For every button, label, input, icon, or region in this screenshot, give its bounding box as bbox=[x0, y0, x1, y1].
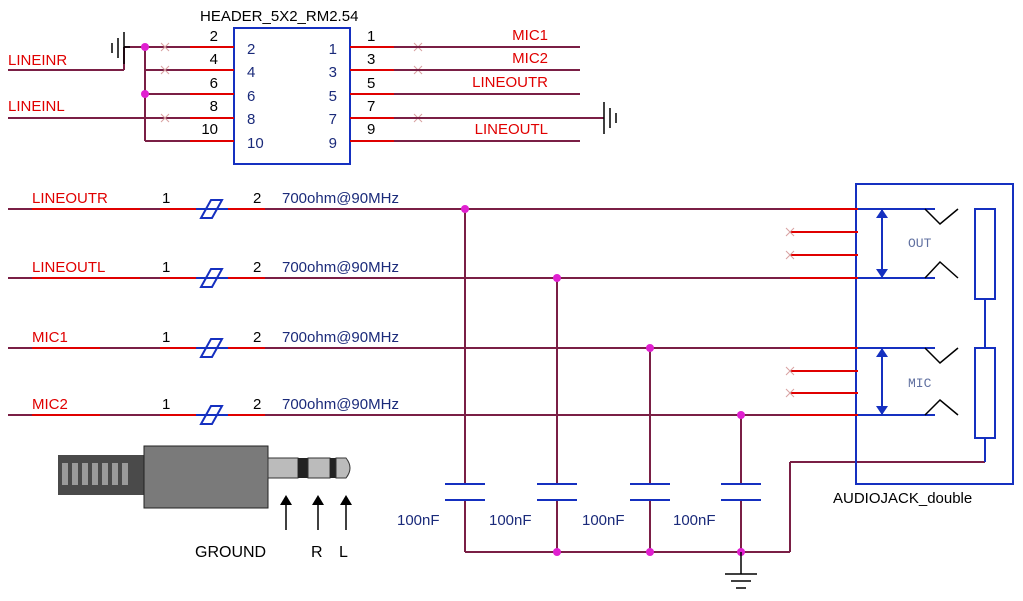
no-connect-mark bbox=[785, 227, 795, 398]
hdr-outer-left-pin: 4 bbox=[210, 51, 218, 68]
capacitor-value: 100nF bbox=[673, 512, 716, 529]
header-5x2: HEADER_5X2_RM2.54 2 4 6 8 10 2 4 6 8 10 … bbox=[8, 8, 617, 165]
filter-value: 700ohm@90MHz bbox=[282, 396, 399, 413]
junction-dot bbox=[646, 344, 654, 352]
audiojack-double: AUDIOJACK_double OUT bbox=[785, 183, 1014, 507]
plug-grip bbox=[58, 455, 144, 495]
net-mic2: MIC2 bbox=[512, 50, 548, 67]
capacitor bbox=[537, 483, 577, 501]
jack-out-label: OUT bbox=[908, 236, 932, 251]
hdr-inner-right-pin: 9 bbox=[329, 135, 337, 152]
filter-net-label: LINEOUTL bbox=[32, 259, 105, 276]
ferrite-bead bbox=[160, 405, 265, 425]
filter-value: 700ohm@90MHz bbox=[282, 329, 399, 346]
plug-insulator bbox=[330, 458, 336, 478]
ground-symbol bbox=[725, 552, 757, 589]
plug-left-label: L bbox=[339, 544, 348, 561]
plug-ring bbox=[307, 457, 331, 479]
no-connect-mark bbox=[160, 42, 423, 123]
net-lineout-l: LINEOUTL bbox=[475, 121, 548, 138]
junction-dot bbox=[737, 411, 745, 419]
ground-symbol bbox=[111, 32, 130, 64]
filter-rows: LINEOUTR 1 2 700ohm@90MHz LINEOUTL 1 2 7… bbox=[8, 190, 858, 425]
ferrite-bead bbox=[160, 268, 265, 288]
jack-sleeve bbox=[974, 347, 996, 439]
hdr-outer-left-pin: 6 bbox=[210, 75, 218, 92]
header-body bbox=[233, 27, 351, 165]
hdr-inner-left-pin: 2 bbox=[247, 41, 255, 58]
hdr-inner-right-pin: 1 bbox=[329, 41, 337, 58]
plug-tip bbox=[335, 457, 351, 479]
ground-symbol bbox=[603, 102, 617, 134]
plug-right-label: R bbox=[311, 544, 323, 561]
ferrite-bead bbox=[160, 199, 265, 219]
junction-dot bbox=[141, 43, 149, 51]
hdr-inner-right-pin: 3 bbox=[329, 64, 337, 81]
filter-pin1: 1 bbox=[162, 329, 170, 346]
capacitor bbox=[721, 483, 761, 501]
net-lineout-r: LINEOUTR bbox=[472, 74, 548, 91]
junction-dot bbox=[461, 205, 469, 213]
hdr-inner-left-pin: 6 bbox=[247, 88, 255, 105]
hdr-outer-right-pin: 5 bbox=[367, 75, 375, 92]
hdr-inner-left-pin: 4 bbox=[247, 64, 255, 81]
filter-pin2: 2 bbox=[253, 259, 261, 276]
capacitor-value: 100nF bbox=[489, 512, 532, 529]
audiojack-body bbox=[855, 183, 1014, 485]
plug-arrows bbox=[280, 495, 352, 530]
capacitor-value: 100nF bbox=[582, 512, 625, 529]
capacitor-value: 100nF bbox=[397, 512, 440, 529]
hdr-outer-left-pin: 2 bbox=[210, 28, 218, 45]
hdr-outer-left-pin: 8 bbox=[210, 98, 218, 115]
junction-dot bbox=[646, 548, 654, 556]
jack-mic-label: MIC bbox=[908, 376, 932, 391]
filter-pin1: 1 bbox=[162, 190, 170, 207]
net-linein-l: LINEINL bbox=[8, 98, 65, 115]
filter-net-label: MIC2 bbox=[32, 396, 68, 413]
hdr-inner-right-pin: 5 bbox=[329, 88, 337, 105]
hdr-outer-left-pin: 10 bbox=[201, 121, 218, 138]
plug-sleeve-ring bbox=[267, 457, 299, 479]
filter-pin2: 2 bbox=[253, 190, 261, 207]
hdr-outer-right-pin: 7 bbox=[367, 98, 375, 115]
capacitor-bank: 100nF 100nF 100nF 100nF bbox=[397, 205, 985, 589]
plug-ground-label: GROUND bbox=[195, 544, 266, 561]
filter-pin2: 2 bbox=[253, 329, 261, 346]
hdr-outer-right-pin: 3 bbox=[367, 51, 375, 68]
filter-pin1: 1 bbox=[162, 259, 170, 276]
filter-pin1: 1 bbox=[162, 396, 170, 413]
jack-sleeve bbox=[974, 208, 996, 300]
capacitor bbox=[445, 483, 485, 501]
capacitor bbox=[630, 483, 670, 501]
ferrite-bead bbox=[160, 338, 265, 358]
filter-value: 700ohm@90MHz bbox=[282, 259, 399, 276]
filter-pin2: 2 bbox=[253, 396, 261, 413]
net-mic1: MIC1 bbox=[512, 27, 548, 44]
audiojack-name: AUDIOJACK_double bbox=[833, 490, 972, 507]
net-linein-r: LINEINR bbox=[8, 52, 67, 69]
hdr-outer-right-pin: 9 bbox=[367, 121, 375, 138]
hdr-inner-left-pin: 8 bbox=[247, 111, 255, 128]
hdr-inner-right-pin: 7 bbox=[329, 111, 337, 128]
filter-value: 700ohm@90MHz bbox=[282, 190, 399, 207]
audio-plug-illustration: GROUND R L bbox=[58, 445, 352, 561]
hdr-outer-right-pin: 1 bbox=[367, 28, 375, 45]
plug-insulator bbox=[298, 458, 308, 478]
plug-body bbox=[143, 445, 269, 509]
header-title: HEADER_5X2_RM2.54 bbox=[200, 8, 358, 25]
jack-mic-contacts: MIC bbox=[858, 347, 959, 416]
filter-net-label: MIC1 bbox=[32, 329, 68, 346]
jack-out-contacts: OUT bbox=[858, 208, 959, 279]
junction-dot bbox=[553, 548, 561, 556]
hdr-inner-left-pin: 10 bbox=[247, 135, 264, 152]
filter-net-label: LINEOUTR bbox=[32, 190, 108, 207]
junction-dot bbox=[141, 90, 149, 98]
junction-dot bbox=[553, 274, 561, 282]
